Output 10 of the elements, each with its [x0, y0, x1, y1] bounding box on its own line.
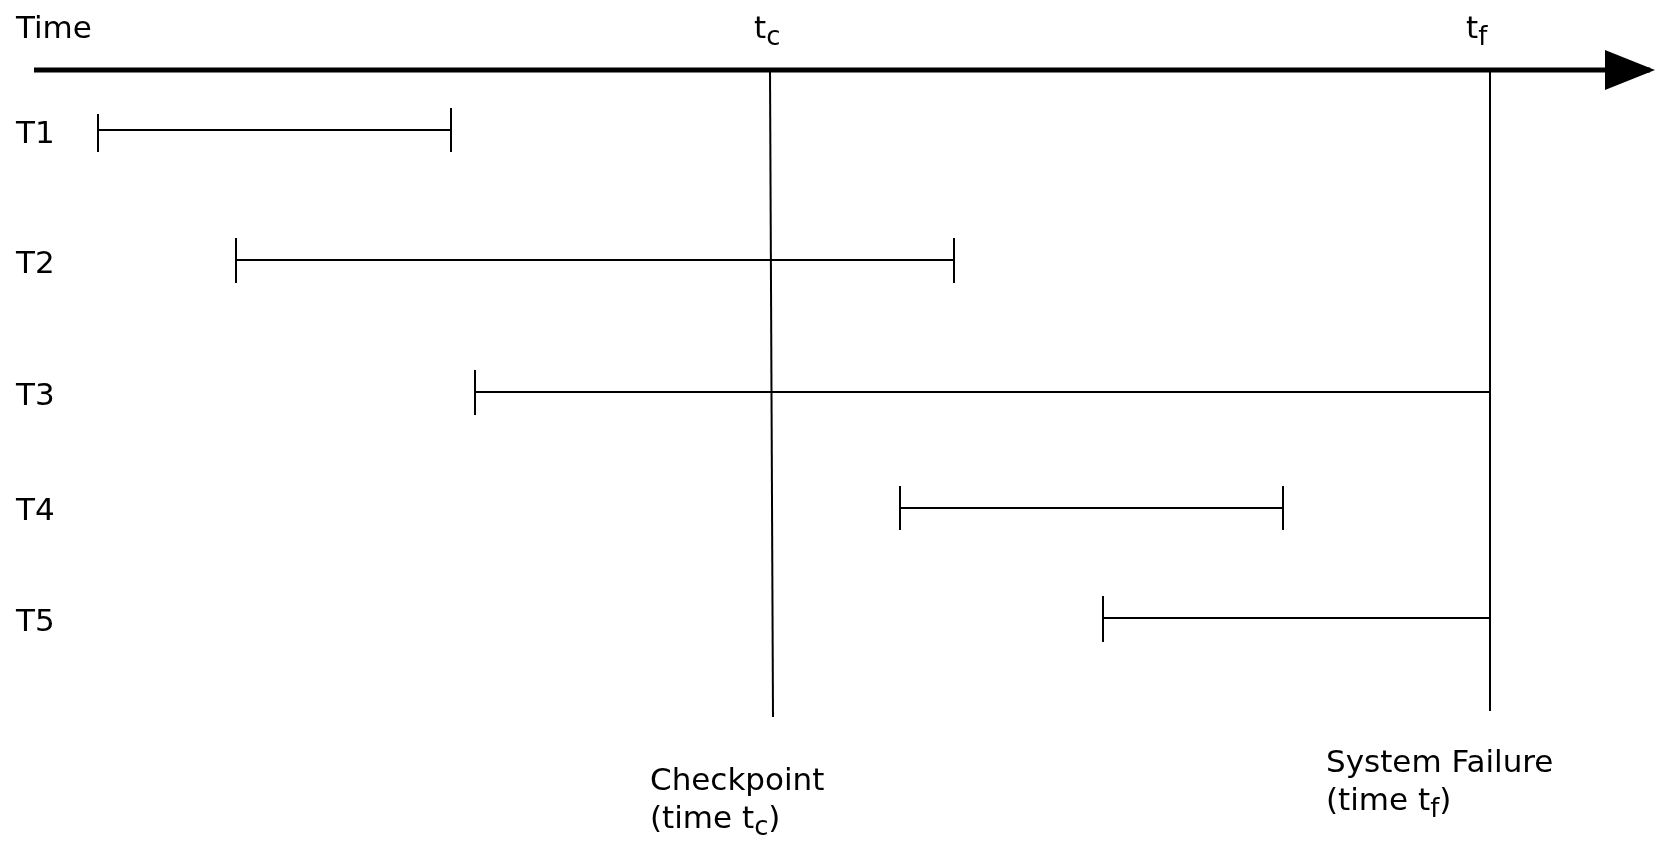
failure-time-label: t$_{f}$ [1466, 8, 1488, 54]
checkpoint-caption: Checkpoint (time t$_{c}$) [650, 760, 826, 844]
transaction-label: T4 [16, 490, 55, 528]
checkpoint-time-label: t$_{c}$ [754, 8, 781, 54]
transaction-label: T1 [16, 113, 55, 151]
transaction-label: T2 [16, 243, 55, 281]
transaction-label: T3 [16, 375, 55, 413]
axis-label: Time [16, 8, 92, 46]
failure-caption: System Failure (time t$_{f}$) [1326, 742, 1555, 826]
transaction-label: T5 [16, 601, 55, 639]
